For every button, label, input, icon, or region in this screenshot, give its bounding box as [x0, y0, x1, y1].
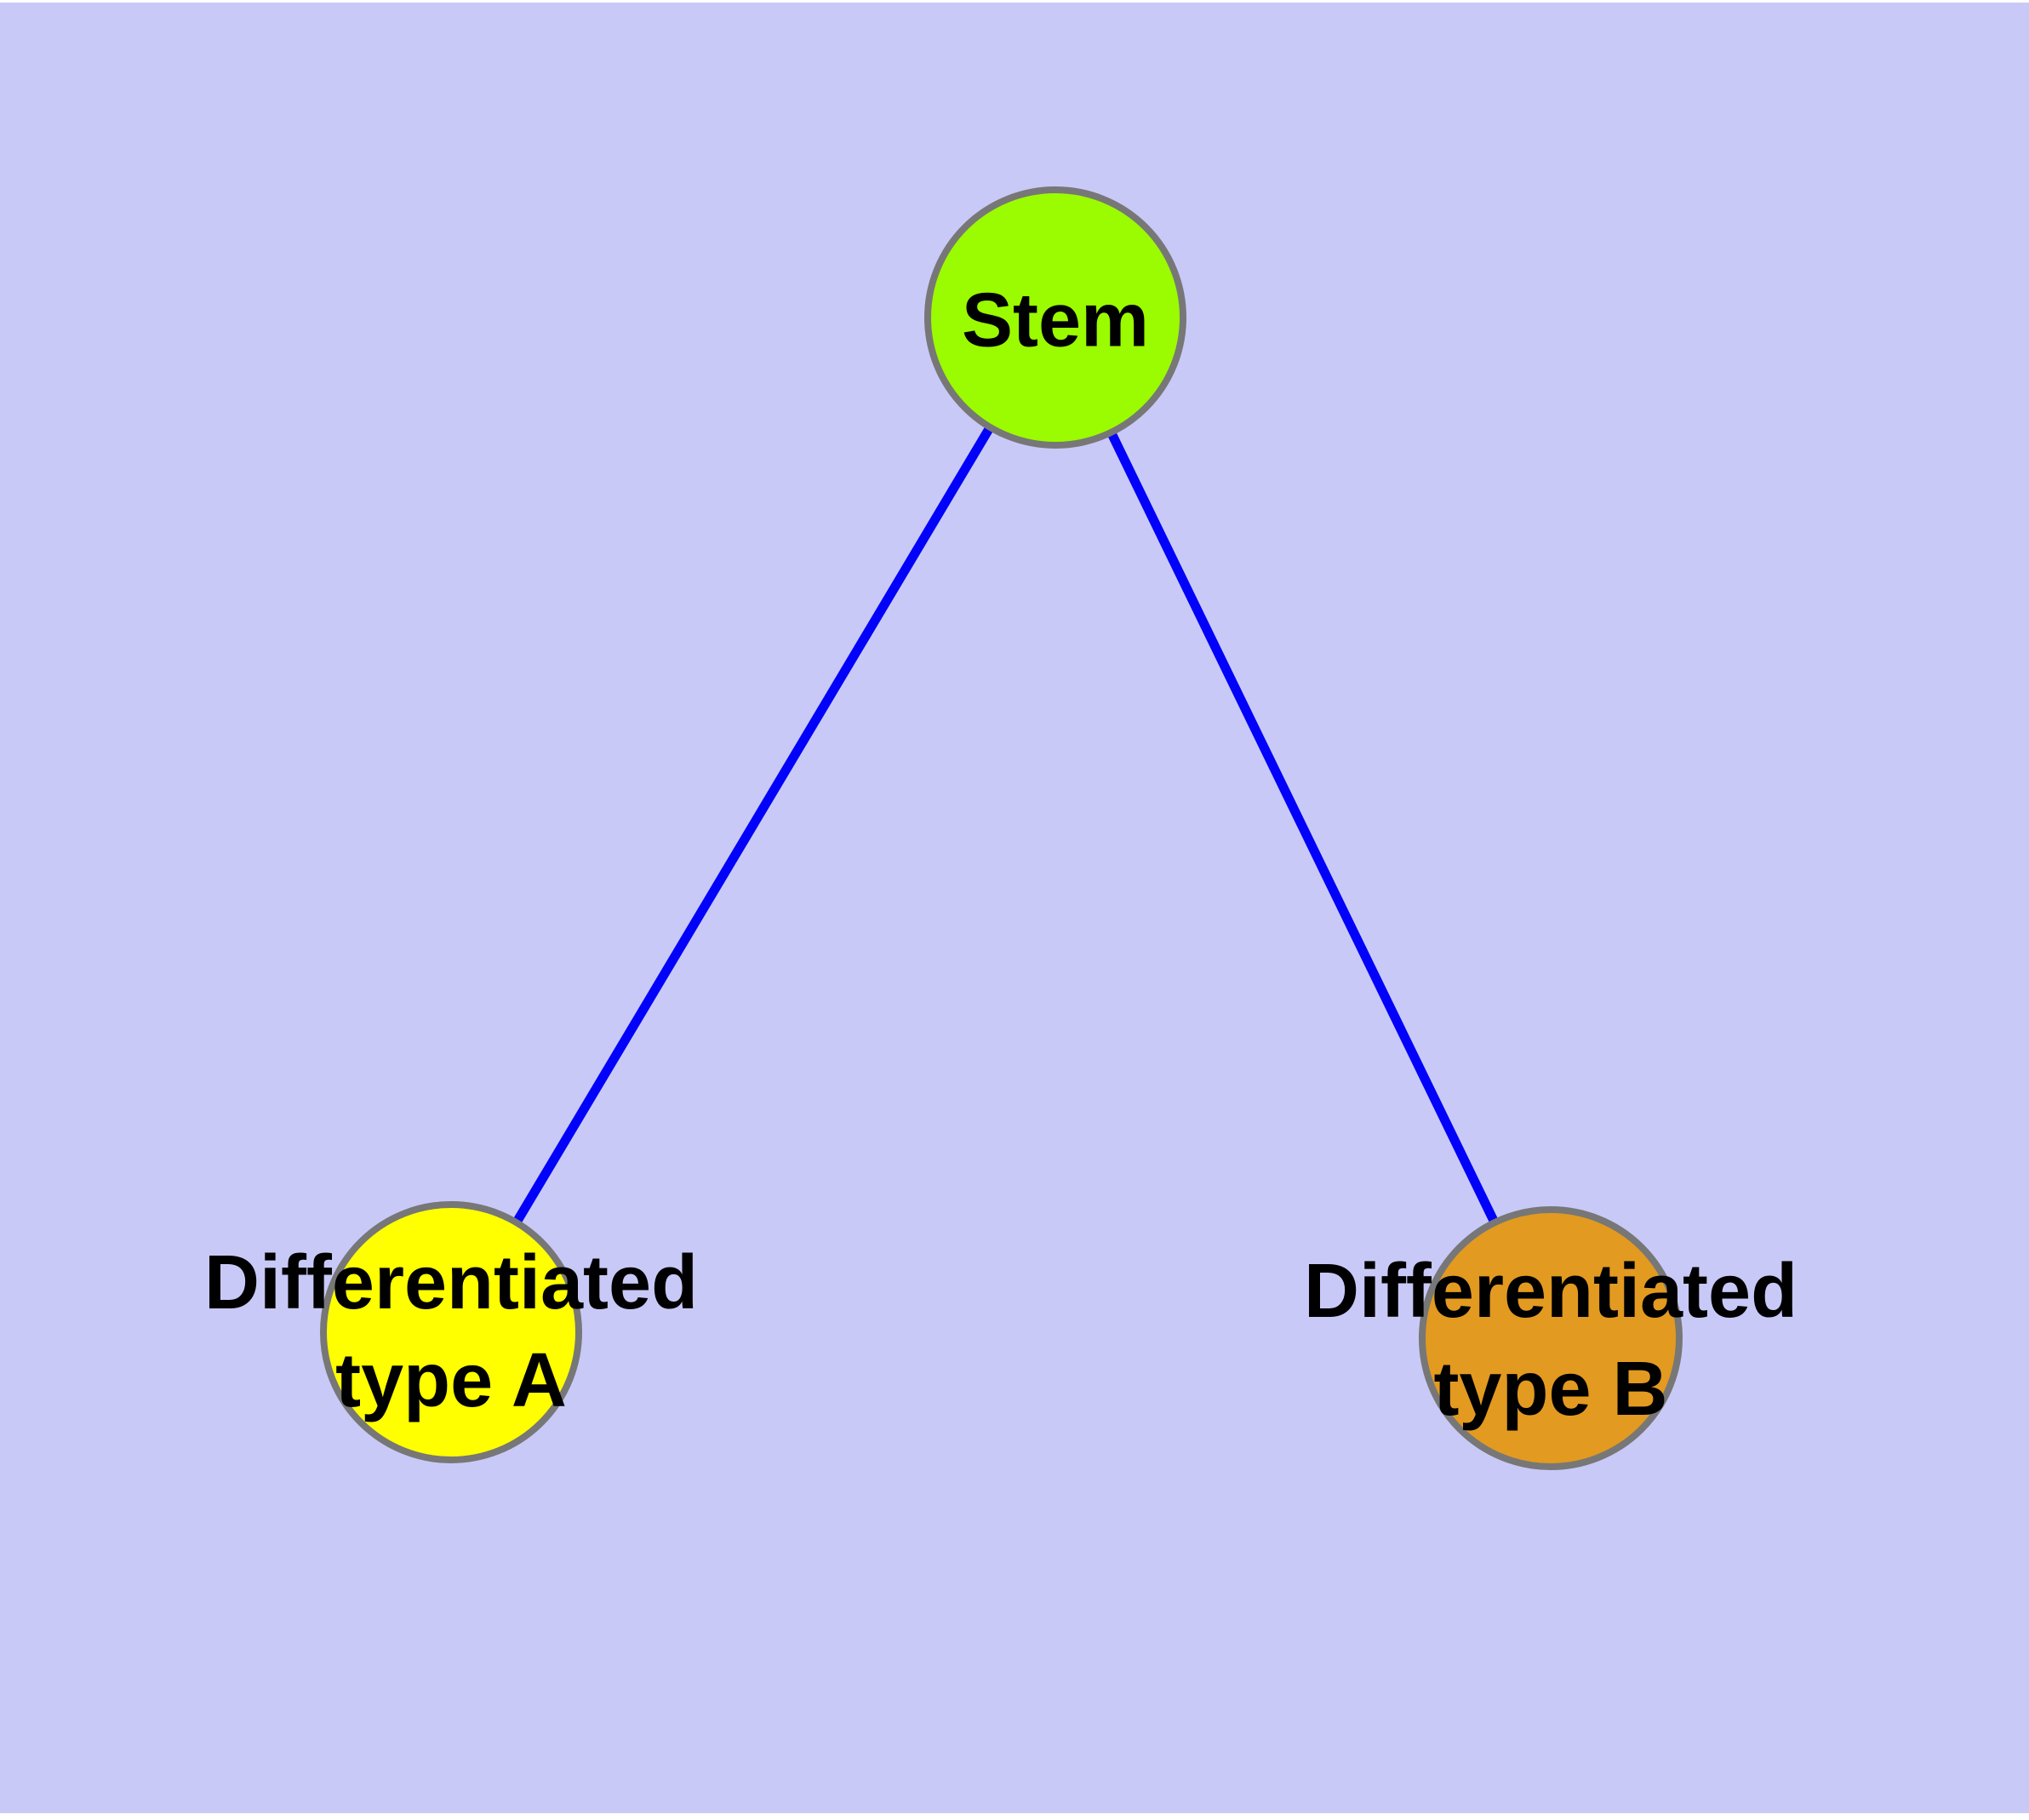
edge-stem-to-type-a [447, 315, 1060, 1335]
type-a-label-line2: type A [335, 1338, 567, 1423]
type-a-node-circle [320, 1201, 582, 1463]
type-b-node-label: Differentiated type B [1304, 1243, 1798, 1439]
type-a-label-line1: Differentiated [203, 1240, 699, 1325]
type-a-node-label: Differentiated type A [204, 1234, 698, 1430]
stem-node-label-text: Stem [961, 278, 1150, 363]
stem-node-circle [924, 186, 1186, 449]
type-b-label-line2: type B [1433, 1347, 1668, 1432]
edge-stem-to-type-b [1051, 315, 1555, 1341]
stem-node-label: Stem [962, 272, 1149, 370]
type-b-label-line1: Differentiated [1303, 1249, 1798, 1334]
type-b-node-circle [1419, 1206, 1683, 1470]
